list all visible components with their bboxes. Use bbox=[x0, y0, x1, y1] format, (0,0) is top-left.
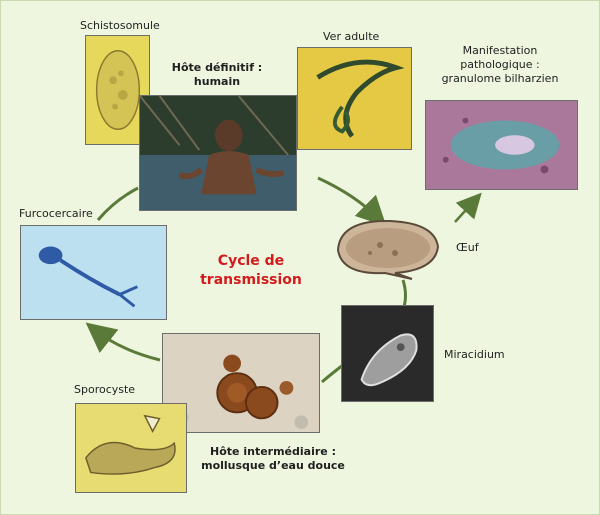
sporocyste-image bbox=[75, 403, 187, 493]
center-title: Cycle de transmission bbox=[186, 252, 316, 290]
label-egg: Œuf bbox=[456, 241, 479, 254]
adult-worm-image bbox=[297, 47, 412, 150]
furcocercaire-image bbox=[20, 225, 167, 320]
label-schistosomule: Schistosomule bbox=[80, 19, 160, 32]
granuloma-histology-image bbox=[425, 100, 578, 190]
label-intermediate-host-line2: mollusque d’eau douce bbox=[201, 459, 345, 472]
intermediate-host-photo bbox=[162, 333, 320, 433]
label-pathology-line3: granulome bilharzien bbox=[441, 72, 559, 85]
label-definitive-host: Hôte définitif : humain bbox=[167, 61, 267, 89]
label-definitive-host-line1: Hôte définitif : bbox=[171, 61, 263, 74]
schistosomule-image bbox=[85, 35, 150, 145]
label-pathology-line2: pathologique : bbox=[460, 58, 540, 71]
label-miracidium: Miracidium bbox=[444, 348, 505, 361]
egg-image bbox=[330, 215, 445, 280]
label-furcocercaire: Furcocercaire bbox=[19, 207, 93, 220]
label-intermediate-host-line1: Hôte intermédiaire : bbox=[210, 445, 336, 458]
arrow-host-to-egg bbox=[317, 176, 387, 227]
label-definitive-host-line2: humain bbox=[193, 75, 241, 88]
center-title-line2: transmission bbox=[200, 272, 302, 288]
arrow-furcocercaire-to-host bbox=[96, 186, 139, 221]
label-adult-worm: Ver adulte bbox=[323, 30, 380, 43]
arrow-egg-to-pathology bbox=[454, 192, 482, 223]
label-intermediate-host: Hôte intermédiaire : mollusque d’eau dou… bbox=[198, 445, 348, 473]
center-title-line1: Cycle de bbox=[217, 253, 285, 269]
arrow-miracidium-to-snail bbox=[321, 363, 344, 384]
miracidium-image bbox=[341, 305, 434, 402]
label-pathology-line1: Manifestation bbox=[462, 44, 538, 57]
label-sporocyste: Sporocyste bbox=[74, 383, 136, 396]
label-pathology: Manifestation pathologique : granulome b… bbox=[430, 44, 570, 86]
definitive-host-photo bbox=[139, 95, 297, 211]
arrow-snail-to-furcocercaire bbox=[85, 322, 161, 362]
